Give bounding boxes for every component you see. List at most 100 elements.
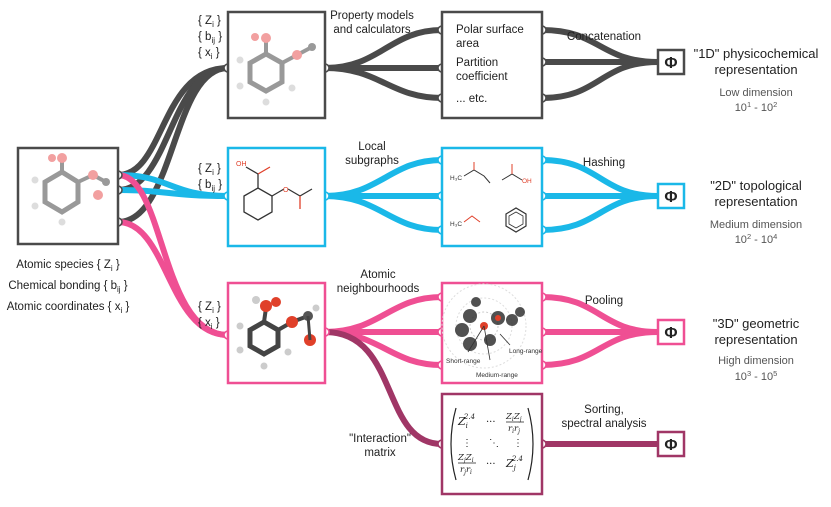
short-range-label: Short-range (446, 358, 481, 365)
branch-3d-combine-label: Pooling (585, 295, 623, 307)
svg-text:"1D" physicochemical: "1D" physicochemical (694, 46, 819, 61)
branch-2d-title: "2D" topological representation Medium d… (710, 178, 802, 246)
branch-2d-structure-box: OH O (226, 146, 327, 248)
branch-3d-step-label: Atomic neighbourhoods (337, 269, 420, 295)
svg-text:representation: representation (714, 194, 797, 209)
connector-input-to-2d-b (115, 187, 231, 199)
svg-text:{ Zi }: { Zi } (198, 163, 221, 177)
matrix-vdots-1: ⋮ (462, 438, 472, 449)
svg-text:matrix: matrix (364, 447, 396, 459)
matrix-vdots-2: ⋮ (513, 438, 523, 449)
svg-text:Medium dimension: Medium dimension (710, 219, 802, 231)
svg-text:Low dimension: Low dimension (719, 87, 792, 99)
set-label-b: { bij } (198, 31, 222, 45)
matrix-hdots-2: ··· (486, 459, 496, 470)
branch-3d-set-labels: { Zi } { xi } (198, 301, 221, 331)
branch-matrix-combine-label: Sorting, spectral analysis (561, 404, 646, 430)
svg-text:{ Zi }: { Zi } (198, 301, 221, 315)
connector-3d-fan-1 (322, 294, 445, 335)
branch-3d-phi-box: Φ (656, 318, 686, 346)
branch-1d-phi-box: Φ (656, 48, 686, 76)
branch-1d-properties-box: Polar surface area Partition coefficient… (440, 10, 544, 120)
connector-2d-merge-3 (539, 193, 661, 233)
property-polar-surface: Polar surface (456, 24, 524, 36)
matrix-cell-21-den: rjri (460, 465, 472, 476)
svg-text:"3D" geometric: "3D" geometric (713, 316, 800, 331)
property-etc: ... etc. (456, 93, 487, 105)
connector-3d-merge-3 (539, 329, 661, 368)
svg-text:spectral analysis: spectral analysis (561, 418, 646, 430)
fragment-h3c-1: H₃C (450, 175, 462, 182)
svg-text:and calculators: and calculators (333, 24, 411, 36)
branch-1d-combine-label: Concatenation (567, 31, 641, 43)
connector-2d-fan-3 (322, 193, 445, 233)
branch-matrix-label: "Interaction" matrix (349, 433, 411, 459)
svg-text:Local: Local (358, 141, 386, 153)
matrix-cell-11: Zi2.4 (457, 413, 475, 430)
connector-3d-to-matrix (322, 329, 445, 447)
branch-3d-title: "3D" geometric representation High dimen… (713, 316, 800, 383)
svg-text:High dimension: High dimension (718, 355, 794, 367)
branch-2d-step-label: Local subgraphs (345, 141, 399, 167)
set-label-z: { Zi } (198, 15, 221, 29)
svg-text:subgraphs: subgraphs (345, 155, 399, 167)
connector-1d-fan-3 (322, 65, 445, 101)
property-area: area (456, 38, 480, 50)
input-molecule-box (16, 146, 120, 246)
dim-range: 101 - 102 (735, 100, 778, 114)
matrix-cell-12-den: rirj (508, 424, 520, 435)
svg-text:Property models: Property models (330, 10, 414, 22)
svg-text:"Interaction": "Interaction" (349, 433, 411, 445)
branch-2d-combine-label: Hashing (583, 157, 625, 169)
connector-input-to-3d-b (115, 219, 231, 338)
branch-1d-molecule-box (226, 10, 327, 120)
input-label-species: Atomic species { Zi } (16, 259, 120, 273)
phi-symbol: Φ (664, 55, 677, 72)
matrix-ddots: ⋱ (489, 438, 499, 449)
input-label-coordinates: Atomic coordinates { xi } (7, 301, 130, 315)
input-molecule-ball-stick (31, 153, 110, 226)
matrix-cell-21-num: ZjZi (457, 453, 474, 464)
svg-text:representation: representation (714, 332, 797, 347)
phi-symbol: Φ (664, 189, 677, 206)
input-label-bonding: Chemical bonding { bij } (8, 280, 127, 294)
branch-3d-neighbourhood-box: Short-range Medium-range Long-range (440, 281, 544, 385)
matrix-cell-12-num: ZiZj (505, 412, 522, 423)
branch-1d-step-label: Property models and calculators (330, 10, 414, 36)
branch-1d-set-labels: { Zi } { bij } { xi } (198, 15, 222, 61)
branch-2d-fragments-box: H₃C OH H₃C (440, 146, 544, 248)
branch-2d-phi-box: Φ (656, 182, 686, 210)
svg-text:Atomic: Atomic (360, 269, 395, 281)
long-range-label: Long-range (509, 348, 543, 355)
fragment-h3c-2: H₃C (450, 221, 462, 228)
svg-text:{ bij }: { bij } (198, 179, 222, 193)
fragment-label-oh: OH (236, 161, 247, 168)
medium-range-label: Medium-range (476, 372, 518, 379)
matrix-hdots-1: ··· (486, 417, 496, 428)
dim-range: 102 - 104 (735, 232, 778, 246)
property-coefficient: coefficient (456, 71, 508, 83)
input-labels: Atomic species { Zi } Chemical bonding {… (7, 259, 130, 315)
branch-2d-set-labels: { Zi } { bij } (198, 163, 222, 193)
phi-symbol: Φ (664, 325, 677, 342)
svg-text:neighbourhoods: neighbourhoods (337, 283, 420, 295)
svg-text:"2D" topological: "2D" topological (710, 178, 802, 193)
fragment-label-o: O (283, 187, 289, 194)
dim-range: 103 - 105 (735, 369, 778, 383)
matrix-cell-22: Zj2.4 (505, 455, 523, 472)
phi-symbol: Φ (664, 437, 677, 454)
branch-matrix-phi-box: Φ (656, 430, 686, 458)
svg-text:{ xi }: { xi } (198, 317, 220, 331)
connectors (115, 27, 661, 447)
branch-3d-molecule-box (226, 281, 327, 385)
set-label-x: { xi } (198, 47, 220, 61)
svg-text:Sorting,: Sorting, (584, 404, 624, 416)
fragment-oh: OH (522, 178, 532, 185)
branch-1d-title: "1D" physicochemical representation Low … (694, 46, 819, 114)
connector-1d-merge-3 (539, 59, 661, 101)
branch-matrix-box: Zi2.4 ··· ZiZj rirj ⋮ ⋱ ⋮ ZjZi rjri ··· … (440, 392, 544, 496)
connector-input-to-1d-c (115, 65, 231, 225)
property-partition: Partition (456, 57, 498, 69)
svg-text:representation: representation (714, 62, 797, 77)
